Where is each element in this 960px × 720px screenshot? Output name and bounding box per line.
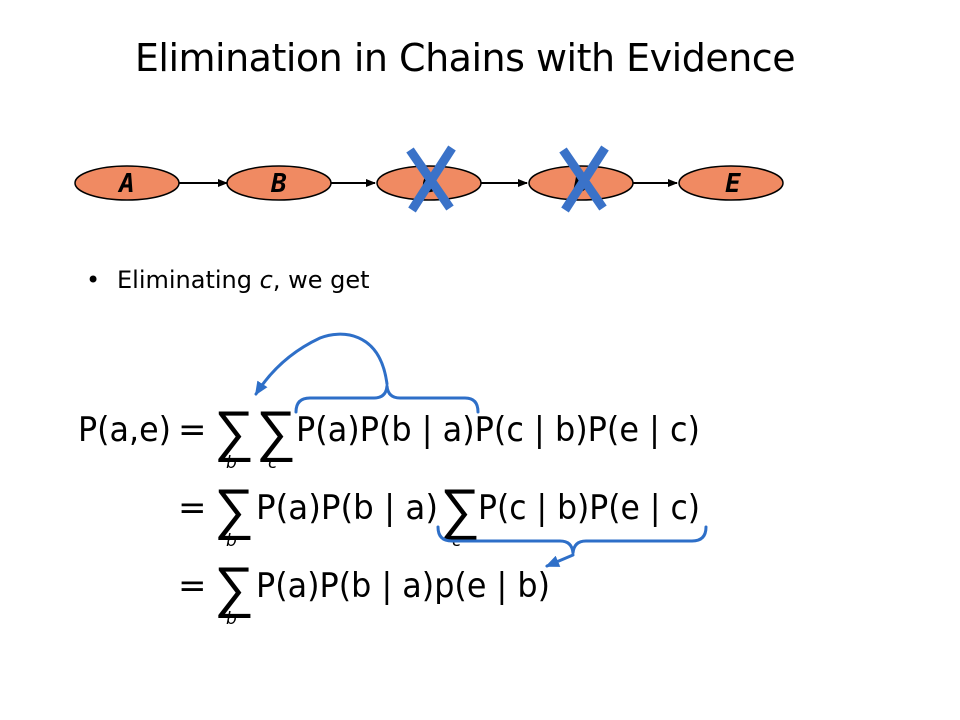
eq1-rhs: P(a)P(b | a)P(c | b)P(e | c)	[296, 410, 700, 450]
node-e-label: E	[725, 169, 741, 199]
eq1-sub-b: b	[226, 453, 237, 473]
node-e: E	[678, 165, 784, 201]
eq1-lhs: P(a,e)	[78, 410, 171, 450]
equation-line-2: = ∑ b P(a)P(b | a) ∑ c P(c | b)P(e | c)	[178, 477, 700, 551]
eq3-sub-b: b	[226, 609, 237, 629]
bullet-dot-icon: •	[86, 266, 101, 294]
bullet-prefix: Eliminating	[117, 266, 260, 294]
annotation-brace-top	[254, 332, 480, 414]
eq1-equals: =	[178, 410, 207, 450]
eq2-rhs-b: P(c | b)P(e | c)	[478, 488, 700, 528]
curved-arrow-top	[254, 332, 389, 396]
bullet-item: • Eliminating c, we get	[86, 266, 370, 294]
equation-line-3: = ∑ b P(a)P(b | a)p(e | b)	[178, 555, 550, 629]
eq2-sum-c: ∑	[440, 477, 480, 542]
node-a: A	[74, 165, 180, 201]
node-b: B	[226, 165, 332, 201]
slide-title: Elimination in Chains with Evidence	[134, 36, 796, 80]
cross-mark-d	[559, 145, 609, 213]
node-a-label: A	[117, 169, 135, 199]
eq2-sub-b: b	[226, 531, 237, 551]
cross-mark-c	[406, 145, 456, 213]
equation-line-1: P(a,e) = ∑ b ∑ c P(a)P(b | a)P(c | b)P(e…	[78, 399, 700, 473]
eq3-rhs: P(a)P(b | a)p(e | b)	[256, 566, 550, 606]
annotation-brace-bottom	[436, 525, 708, 568]
node-b-label: B	[270, 169, 287, 199]
bayes-chain: A B C D E	[74, 145, 784, 213]
eq1-sub-c: c	[268, 453, 278, 473]
eq2-sum-b: ∑	[214, 477, 254, 542]
eq3-equals: =	[178, 566, 207, 606]
eq1-sum-c: ∑	[256, 399, 296, 464]
eq3-sum-b: ∑	[214, 555, 254, 620]
eq2-rhs-a: P(a)P(b | a)	[256, 488, 438, 528]
eq2-equals: =	[178, 488, 207, 528]
bullet-variable: c	[259, 266, 273, 294]
bullet-suffix: , we get	[272, 266, 370, 294]
eq1-sum-b: ∑	[214, 399, 254, 464]
arrow-bottom	[545, 553, 575, 568]
